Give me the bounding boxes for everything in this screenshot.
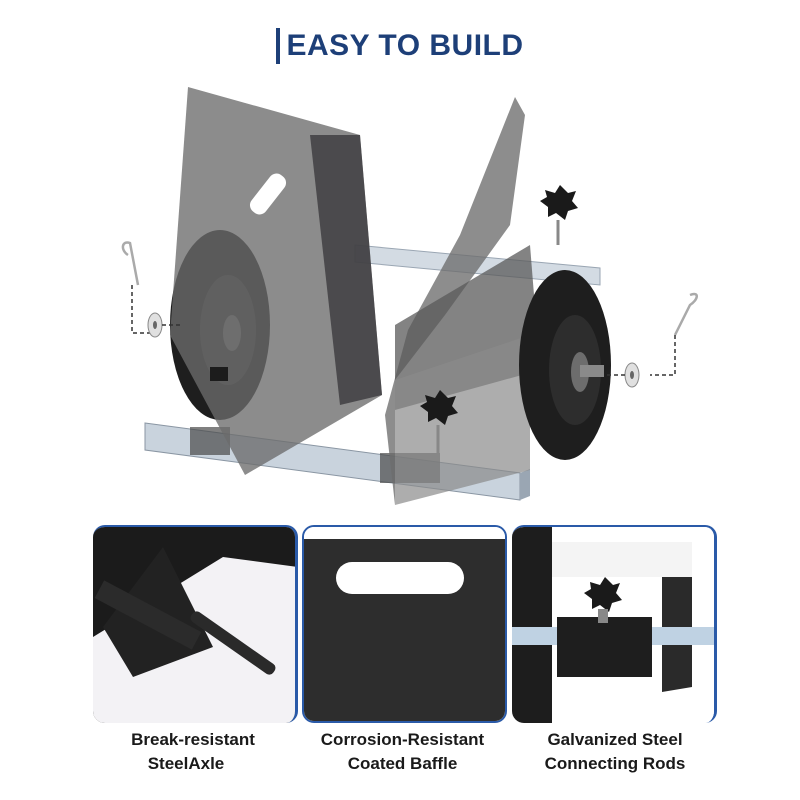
- star-knob-top: [540, 185, 578, 245]
- title-area: EASY TO BUILD: [0, 28, 800, 64]
- page-title: EASY TO BUILD: [276, 28, 523, 64]
- feature-caption-rods: Galvanized Steel Connecting Rods: [510, 728, 720, 776]
- steel-axle-image: [93, 527, 295, 723]
- title-accent-bar: [276, 28, 281, 64]
- connecting-rods-image: [512, 527, 714, 723]
- feature-card-rods: [512, 525, 717, 723]
- caption-line1: Corrosion-Resistant: [320, 730, 485, 749]
- feature-caption-baffle: Corrosion-Resistant Coated Baffle: [300, 728, 505, 776]
- caption-line1: Break-resistant: [131, 730, 255, 749]
- right-washer: [605, 362, 640, 388]
- left-cotter-pin: [121, 241, 150, 334]
- right-wheel: [519, 270, 611, 460]
- feature-caption-axle: Break-resistant SteelAxle: [93, 728, 293, 776]
- dolly-assembly-image: [121, 87, 698, 505]
- star-knob-bottom: [420, 390, 458, 453]
- coated-baffle-image: [304, 527, 505, 721]
- caption-line2: Coated Baffle: [347, 754, 458, 773]
- feature-card-baffle: [302, 525, 507, 723]
- left-washer: [147, 312, 180, 338]
- caption-line1: Galvanized Steel: [547, 730, 683, 749]
- right-side-panel: [385, 97, 540, 505]
- page-title-text: EASY TO BUILD: [286, 29, 524, 62]
- right-cotter-pin: [650, 292, 698, 376]
- left-side-panel: [170, 87, 382, 475]
- caption-line2: Connecting Rods: [544, 754, 686, 773]
- caption-line2: SteelAxle: [147, 754, 225, 773]
- feature-card-axle: [93, 525, 298, 723]
